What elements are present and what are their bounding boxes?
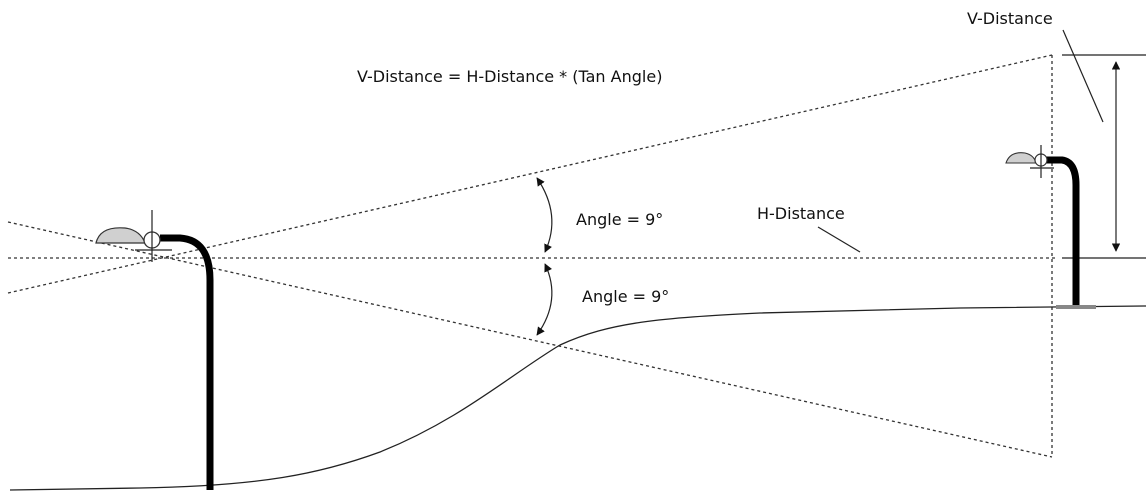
- h-distance-leader: [817, 226, 861, 253]
- street-light-icon: [95, 210, 214, 490]
- left-pole: [160, 234, 214, 490]
- lower-angle-arc: [536, 263, 553, 336]
- lower-beam-line: [7, 221, 1053, 458]
- right-lamp-head: [1005, 152, 1037, 164]
- terrain-line: [9, 305, 1146, 491]
- angle-upper-label: Angle = 9°: [576, 210, 663, 229]
- v-distance-label: V-Distance: [967, 9, 1053, 28]
- formula-label: V-Distance = H-Distance * (Tan Angle): [357, 67, 662, 86]
- upper-beam-line: [7, 54, 1053, 294]
- street-light-icon: [1005, 145, 1096, 309]
- left-lamp-head: [95, 227, 146, 244]
- right-pole: [1045, 156, 1080, 307]
- h-distance-label: H-Distance: [757, 204, 845, 223]
- angle-lower-label: Angle = 9°: [582, 287, 669, 306]
- upper-angle-arc: [536, 177, 553, 253]
- v-distance-leader: [1062, 29, 1104, 123]
